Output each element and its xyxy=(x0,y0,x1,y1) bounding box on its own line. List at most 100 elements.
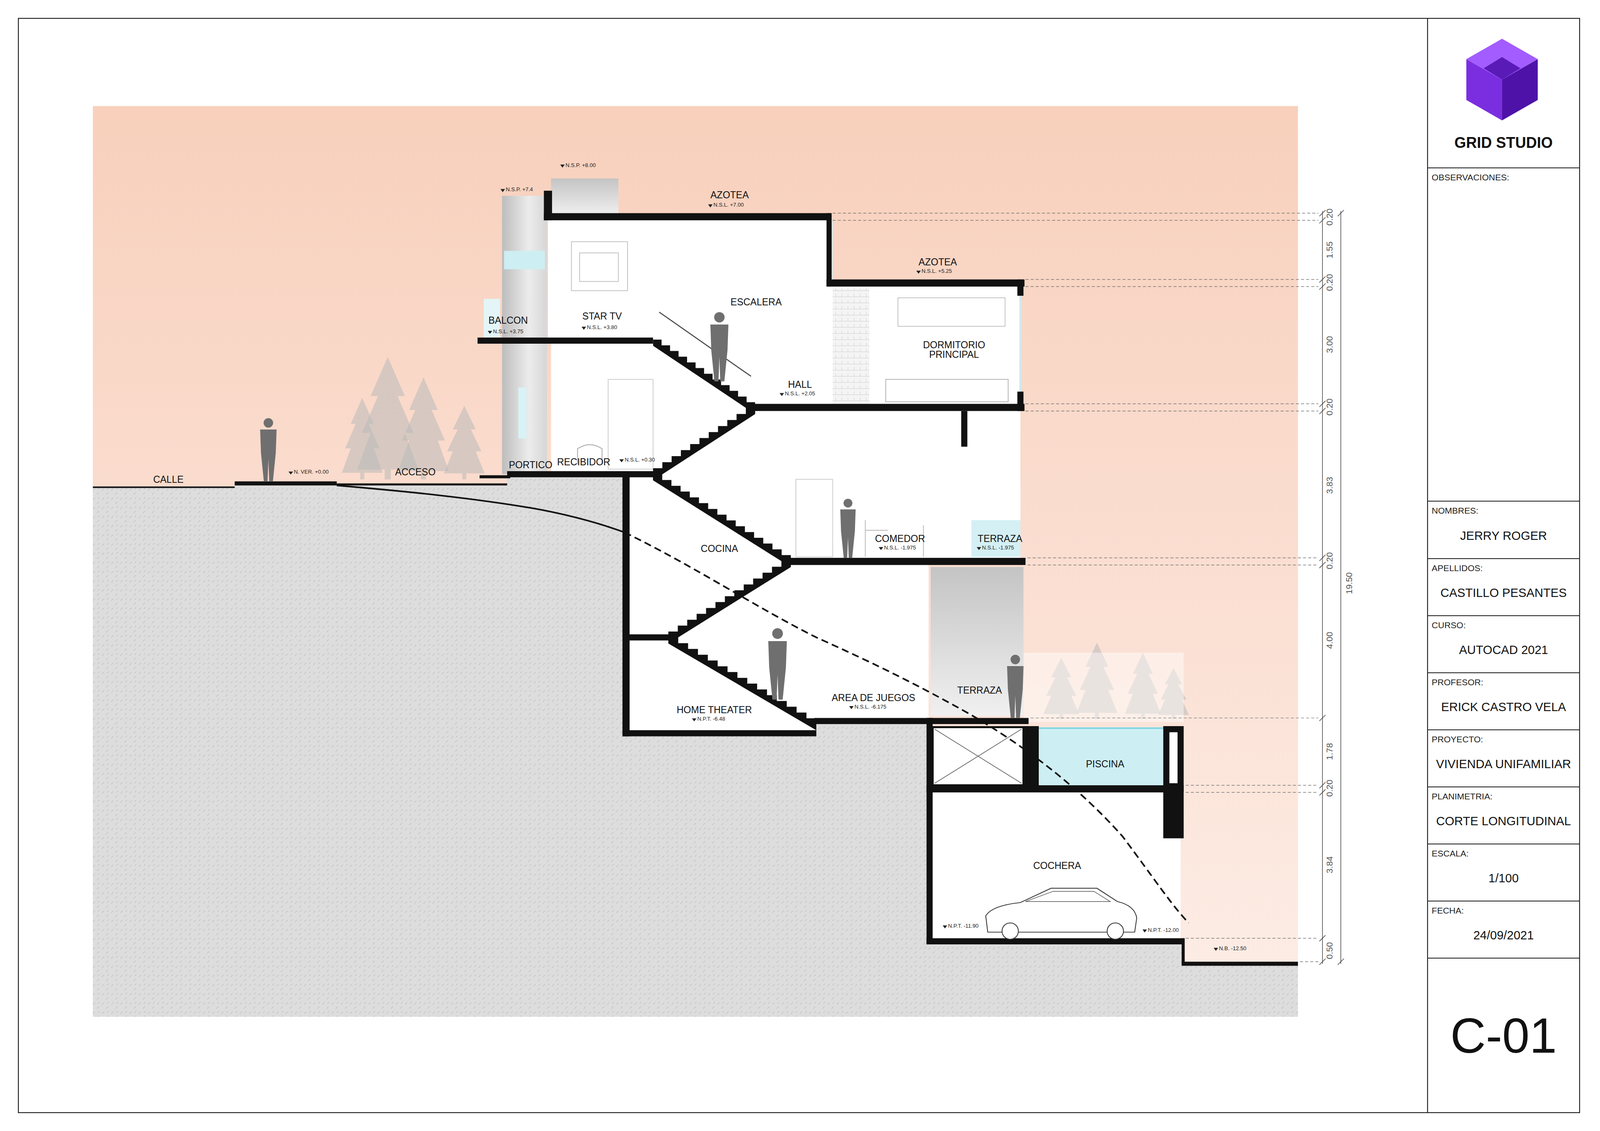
level-note: N.S.L. -1.975 xyxy=(884,545,917,551)
stair-flight xyxy=(668,560,791,644)
field-value: 1/100 xyxy=(1488,871,1519,886)
structure-walls xyxy=(234,481,337,486)
title-block-cell: ESCALA: 1/100 xyxy=(1427,844,1580,902)
level-note: N.S.L. +0.30 xyxy=(624,457,655,463)
title-block-cell: C-01 xyxy=(1427,958,1580,1113)
sky-background xyxy=(92,106,1298,1018)
field-value: CORTE LONGITUDINAL xyxy=(1436,814,1571,829)
level-mark xyxy=(288,471,293,475)
furniture xyxy=(897,297,1005,327)
level-note: N.S.P. +7.4 xyxy=(505,187,533,193)
structure-walls xyxy=(622,471,630,737)
structure-walls xyxy=(1017,279,1024,296)
sheet-frame xyxy=(18,18,1580,1113)
room-label: AZOTEA xyxy=(710,190,749,200)
field-value: VIVIENDA UNIFAMILIAR xyxy=(1436,757,1572,771)
dimension-text: 1.78 xyxy=(1325,743,1335,761)
furniture xyxy=(608,379,654,470)
level-mark xyxy=(976,547,982,550)
level-mark xyxy=(849,706,854,710)
title-block-cell: PLANIMETRIA: CORTE LONGITUDINAL xyxy=(1427,787,1580,845)
level-mark xyxy=(619,459,624,463)
pool-column xyxy=(1169,732,1178,784)
level-lines xyxy=(1025,286,1319,287)
structure-walls xyxy=(1181,962,1298,967)
person-silhouette xyxy=(1010,655,1020,665)
building-interior xyxy=(483,178,1181,941)
structure-walls xyxy=(507,471,655,478)
title-block-cell: FECHA:24/09/2021 xyxy=(1427,901,1580,959)
room-label: CALLE xyxy=(153,474,184,485)
level-lines xyxy=(832,213,1319,963)
person-silhouette xyxy=(263,418,274,428)
level-note: N.P.T. -11.90 xyxy=(947,923,979,930)
field-heading: NOMBRES: xyxy=(1431,505,1479,516)
dimension-text: 0.20 xyxy=(1325,780,1335,798)
stair-flight xyxy=(652,407,755,481)
dimension-text: 0.20 xyxy=(1325,398,1335,416)
natural-ground-line xyxy=(624,532,1189,924)
level-mark xyxy=(1142,929,1148,933)
tree-silhouette xyxy=(443,405,485,480)
natural-ground-line xyxy=(336,485,1189,923)
title-block-cell: NOMBRES: JERRY ROGER xyxy=(1427,501,1580,559)
room-label: RECIBIDOR xyxy=(557,457,611,468)
structure-walls xyxy=(926,938,1184,945)
dimension-text: 3.00 xyxy=(1325,336,1335,354)
building-interior xyxy=(930,792,1181,941)
structure-walls xyxy=(814,717,1029,725)
logo-cube xyxy=(1483,57,1521,80)
structure-walls xyxy=(926,717,933,945)
structure-walls xyxy=(543,213,831,221)
level-note: N. VER. +0.00 xyxy=(293,469,329,476)
field-value: ERICK CASTRO VELA xyxy=(1441,700,1567,714)
title-block-cell: PROYECTO: VIVIENDA UNIFAMILIAR xyxy=(1427,730,1580,788)
level-mark xyxy=(560,164,565,168)
studio-name: GRID STUDIO xyxy=(1454,134,1553,152)
level-lines xyxy=(1300,961,1319,963)
room-label: ESCALERA xyxy=(730,297,782,308)
room-label: TERRAZA xyxy=(977,533,1023,544)
room-label: COCHERA xyxy=(1033,860,1082,871)
room-label: TERRAZA xyxy=(957,685,1002,696)
car-outline xyxy=(985,888,1137,940)
furniture xyxy=(571,220,1022,558)
room-label: AREA DE JUEGOS xyxy=(831,692,916,703)
handrail xyxy=(659,312,751,377)
level-note: N.B. -12.50 xyxy=(1218,945,1247,952)
room-label: COCINA xyxy=(700,543,738,554)
field-heading: PROYECTO: xyxy=(1431,734,1483,745)
level-note: N.S.L. +3.75 xyxy=(492,328,524,335)
level-mark xyxy=(692,718,697,722)
level-lines xyxy=(1025,403,1319,405)
field-heading: ESCALA: xyxy=(1431,848,1469,859)
level-mark xyxy=(1213,947,1219,951)
dimension-text: 3.83 xyxy=(1325,477,1335,495)
furniture xyxy=(832,288,870,405)
dimension-text: 3.84 xyxy=(1325,856,1335,874)
person-silhouette xyxy=(768,628,788,700)
field-heading: PLANIMETRIA: xyxy=(1431,791,1493,802)
furniture xyxy=(885,379,1009,403)
title-block-cell: GRID STUDIO xyxy=(1427,18,1580,169)
sheet-number: C-01 xyxy=(1450,1007,1558,1065)
structure-walls xyxy=(826,279,1025,287)
dimension-text: 0.20 xyxy=(1325,274,1335,292)
level-mark xyxy=(581,326,587,330)
field-heading: OBSERVACIONES: xyxy=(1431,172,1510,183)
level-note: N.S.P. +8.00 xyxy=(565,162,596,169)
structure-walls xyxy=(479,475,510,479)
field-value: JERRY ROGER xyxy=(1460,528,1547,543)
stair-flight xyxy=(652,339,755,415)
level-lines xyxy=(1185,792,1319,793)
level-note: N.S.L. +3.80 xyxy=(587,324,618,331)
logo-cube xyxy=(1466,38,1538,121)
person-silhouette xyxy=(843,498,853,508)
building-interior xyxy=(550,178,619,215)
room-label: PISCINA xyxy=(1085,759,1125,770)
title-block-cell: CURSO:AUTOCAD 2021 xyxy=(1427,616,1580,674)
haze xyxy=(1023,652,1184,723)
dimension-text: 0.20 xyxy=(1325,208,1335,226)
car-outline xyxy=(1107,923,1124,940)
person-silhouette xyxy=(710,312,729,382)
